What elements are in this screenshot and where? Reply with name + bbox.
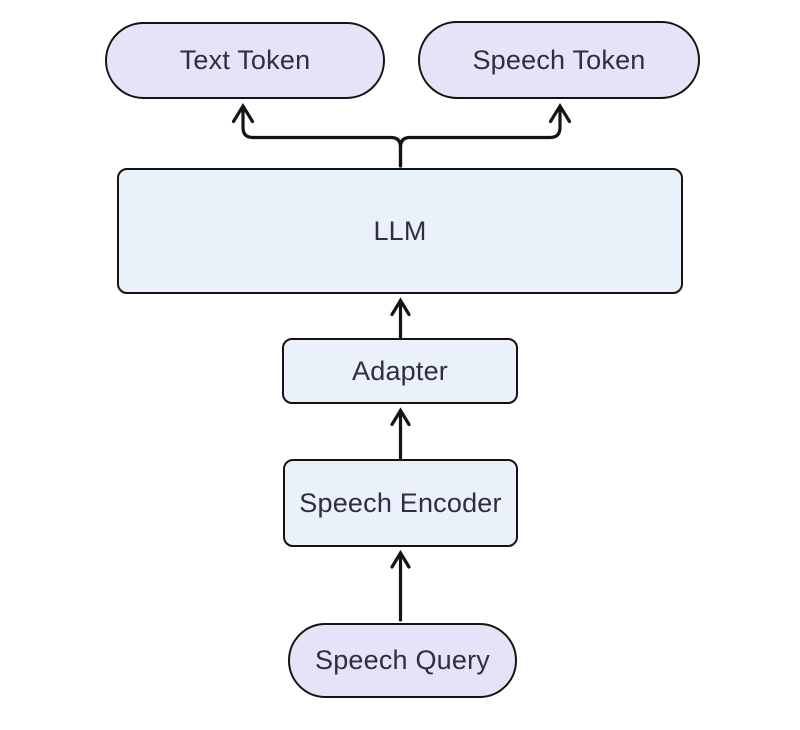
node-adapter: Adapter (282, 338, 518, 404)
arrowhead-up-icon (390, 407, 411, 427)
edge-llm-to-speech-token (398, 102, 572, 168)
node-text-token-label: Text Token (179, 45, 311, 75)
arrowhead-up-icon (390, 549, 411, 569)
arrowhead-up-icon (390, 297, 411, 317)
node-speech-encoder: Speech Encoder (283, 459, 518, 547)
edge-adapter-to-llm (390, 297, 411, 339)
node-adapter-label: Adapter (352, 355, 448, 386)
node-text-token: Text Token (105, 22, 385, 99)
arrowhead-up-icon (231, 102, 255, 124)
node-speech-encoder-label: Speech Encoder (299, 487, 502, 518)
edge-speech-query-to-speech-encoder (390, 549, 411, 622)
node-llm-label: LLM (373, 215, 427, 246)
node-speech-token: Speech Token (418, 21, 700, 99)
node-speech-query: Speech Query (288, 623, 517, 698)
edge-speech-encoder-to-adapter (390, 407, 411, 460)
node-llm: LLM (117, 168, 683, 294)
node-speech-token-label: Speech Token (472, 44, 646, 75)
arrowhead-up-icon (548, 102, 572, 124)
node-speech-query-label: Speech Query (315, 645, 490, 675)
edge-llm-to-text-token (231, 102, 403, 168)
